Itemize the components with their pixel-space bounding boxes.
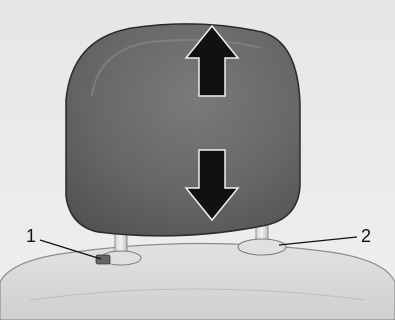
headrest bbox=[66, 24, 300, 236]
seat-back bbox=[0, 243, 395, 320]
headrest-release-button bbox=[96, 255, 110, 264]
callout-label-2: 2 bbox=[361, 226, 371, 246]
callout-label-1: 1 bbox=[26, 226, 36, 246]
